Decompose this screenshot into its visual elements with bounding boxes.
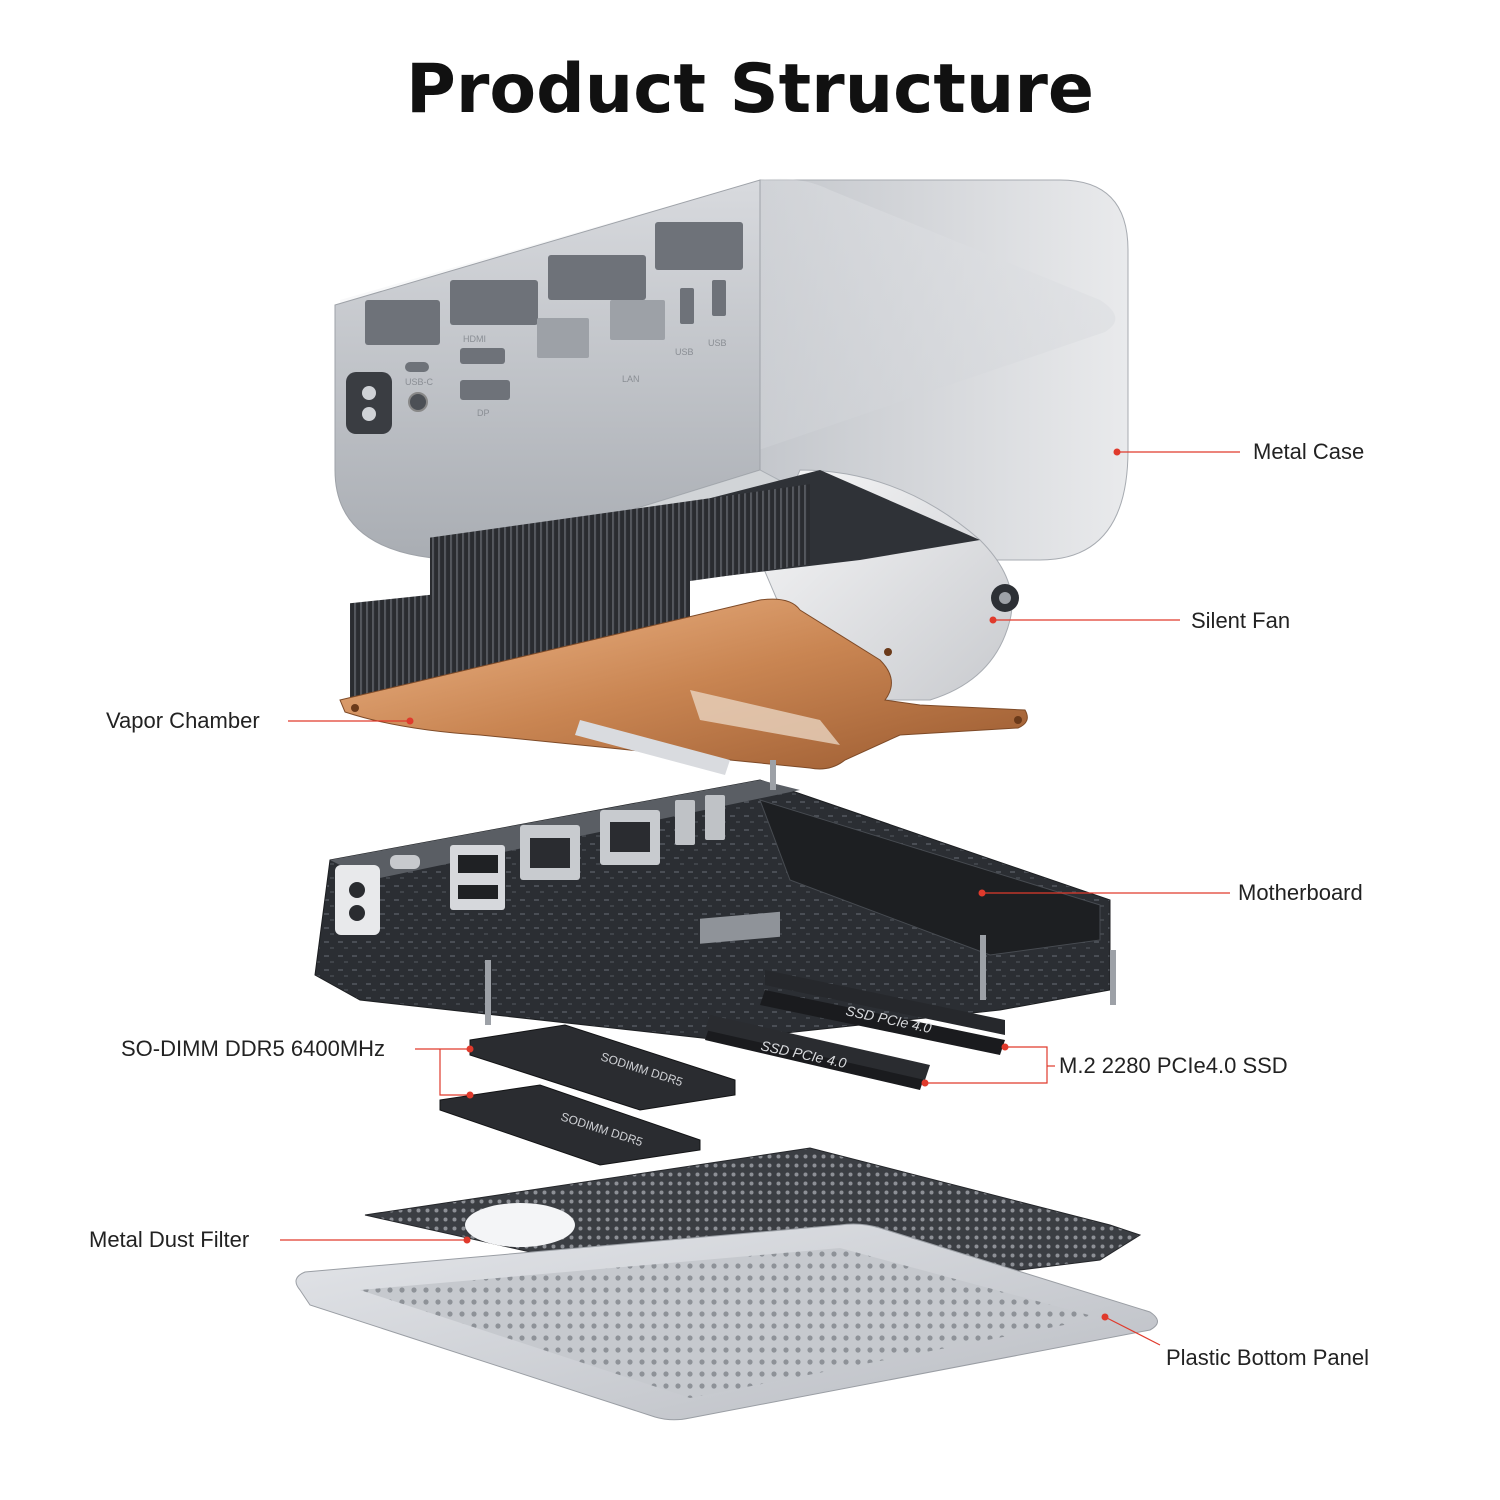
upper-heatsink-fins <box>430 484 810 618</box>
power-socket <box>346 372 392 434</box>
power-button <box>408 392 428 412</box>
case-label-usb-2: USB <box>708 338 727 348</box>
label-so-dimm: SO-DIMM DDR5 6400MHz <box>121 1036 386 1061</box>
motherboard <box>314 760 1116 1041</box>
leader-m2-ssd <box>925 1046 1048 1084</box>
label-dust-filter: Metal Dust Filter <box>89 1227 250 1252</box>
label-m2-ssd: M.2 2280 PCIe4.0 SSD <box>1059 1053 1288 1078</box>
so-dimm-bottom: SODIMM DDR5 <box>439 1084 701 1166</box>
fan-opening <box>465 1203 575 1247</box>
label-vapor-chamber: Vapor Chamber <box>106 708 260 733</box>
case-label-hdmi: HDMI <box>463 334 486 344</box>
case-label-usb-1: USB <box>675 347 694 357</box>
leader-bottom-panel <box>1104 1316 1161 1346</box>
callout-anchor-dots <box>406 448 1121 1321</box>
case-label-dp: DP <box>477 408 490 418</box>
plastic-bottom-panel <box>295 1223 1158 1421</box>
metal-case: USB-C HDMI DP LAN USB USB <box>334 178 1129 561</box>
case-port-cutouts <box>365 222 743 400</box>
leader-so-dimm-branch <box>439 1049 470 1096</box>
motherboard-io-ports <box>335 795 725 935</box>
case-label-usb-c: USB-C <box>405 377 434 387</box>
label-motherboard: Motherboard <box>1238 880 1363 905</box>
m2-ssd-bottom: SSD PCIe 4.0 <box>705 1015 930 1090</box>
callout-lines <box>280 451 1240 1346</box>
label-bottom-panel: Plastic Bottom Panel <box>1166 1345 1369 1370</box>
page-title: Product Structure <box>406 50 1094 129</box>
label-metal-case: Metal Case <box>1253 439 1365 464</box>
vapor-chamber <box>339 567 1028 775</box>
label-silent-fan: Silent Fan <box>1191 608 1291 633</box>
case-label-lan: LAN <box>622 374 640 384</box>
